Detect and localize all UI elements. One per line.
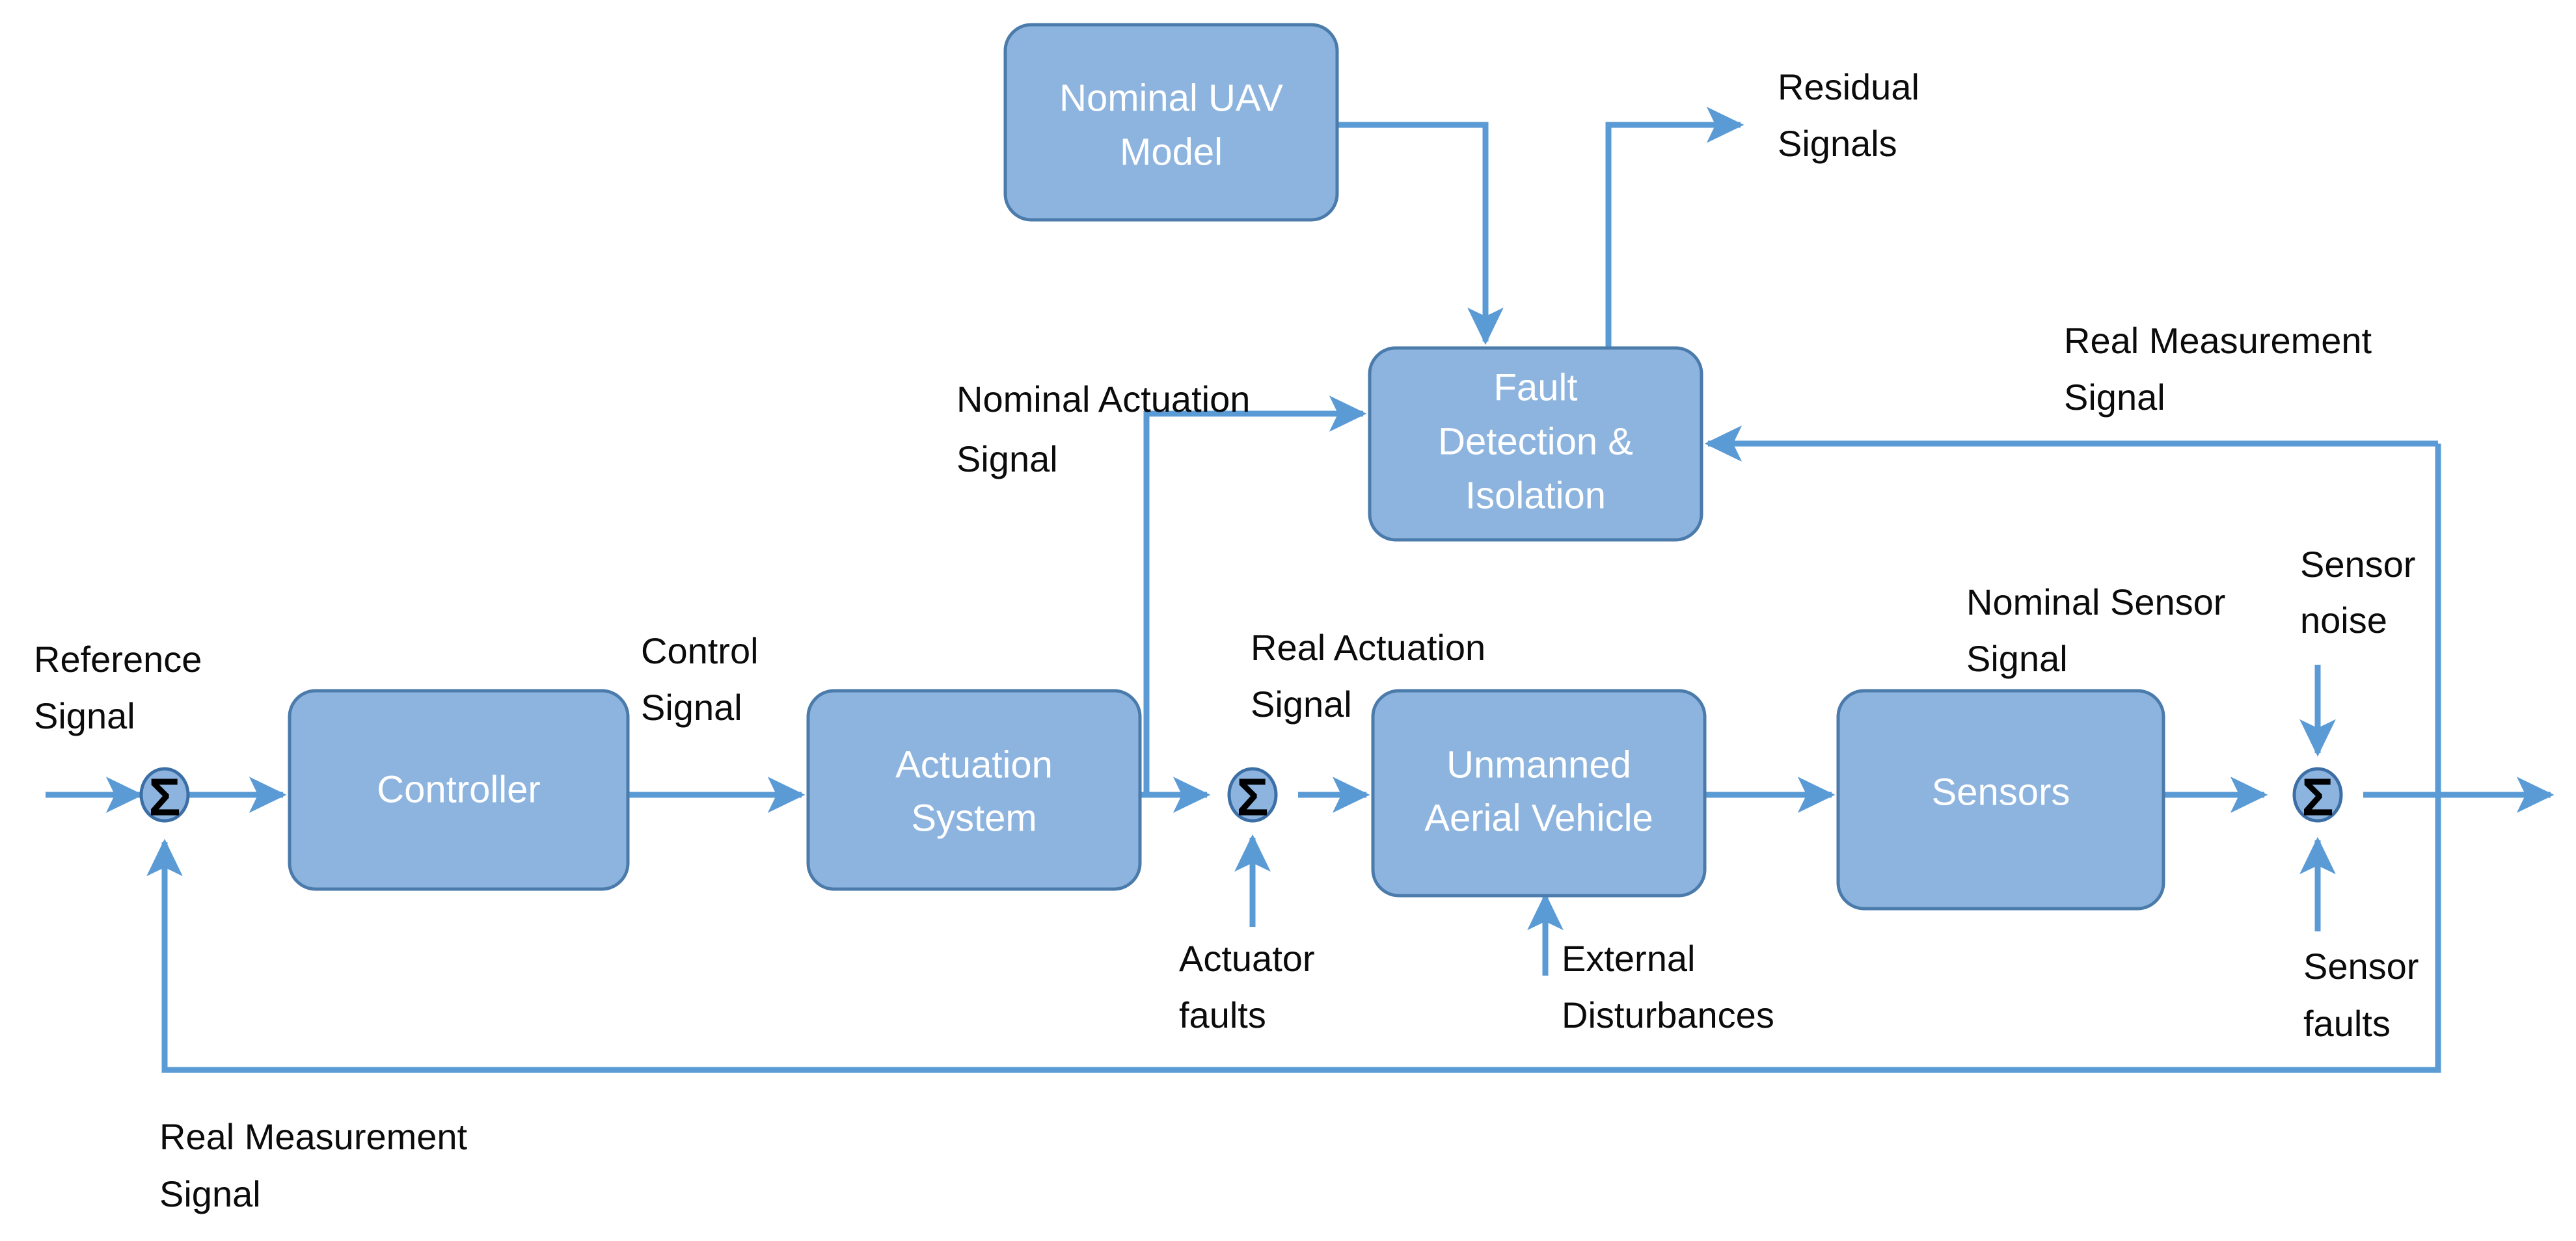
block-controller[interactable]: Controller <box>288 689 630 891</box>
block-unmanned-aerial-vehicle[interactable]: Unmanned Aerial Vehicle <box>1371 689 1707 898</box>
actuation-system-label-line2: System <box>911 797 1037 839</box>
label-actuator-faults: Actuator faults <box>1179 938 1315 1035</box>
sigma-glyph: Σ <box>1236 768 1268 827</box>
real-measurement-signal-bottom-line2: Signal <box>159 1173 261 1214</box>
controller-rect[interactable] <box>288 689 630 891</box>
label-real-measurement-signal-bottom: Real Measurement Signal <box>159 1116 468 1214</box>
real-measurement-signal-top-line2: Signal <box>2064 377 2165 418</box>
fdi-label-line1: Fault <box>1494 366 1578 408</box>
sensors-rect[interactable] <box>1836 689 2165 911</box>
wire-feedback-to-reference-sum <box>146 795 2441 1073</box>
actuation-system-label-line1: Actuation <box>895 743 1053 786</box>
nominal-actuation-signal-line1: Nominal Actuation <box>956 379 1250 420</box>
sensors-label: Sensors <box>1932 771 2070 813</box>
uav-rect[interactable] <box>1371 689 1707 898</box>
fault-detection-isolation-rect[interactable] <box>1368 346 1703 542</box>
reference-signal-line2: Signal <box>34 695 135 736</box>
control-signal-line2: Signal <box>641 687 742 728</box>
controller-label: Controller <box>377 768 540 810</box>
real-actuation-signal-line1: Real Actuation <box>1251 627 1485 668</box>
label-nominal-actuation-signal: Nominal Actuation Signal <box>956 379 1250 479</box>
sensor-noise-line2: noise <box>2300 600 2387 641</box>
label-sensor-noise: Sensor noise <box>2300 544 2415 641</box>
real-actuation-signal-line2: Signal <box>1251 684 1352 725</box>
fdi-label-line3: Isolation <box>1465 474 1606 516</box>
sensor-noise-line1: Sensor <box>2300 544 2415 585</box>
fdi-label-line2: Detection & <box>1438 420 1633 462</box>
sensor-faults-line2: faults <box>2303 1003 2391 1044</box>
label-real-actuation-signal: Real Actuation Signal <box>1251 627 1485 725</box>
nominal-sensor-signal-line2: Signal <box>1966 638 2068 679</box>
label-residual-signals: Residual Signals <box>1778 66 1919 164</box>
nominal-uav-model-rect[interactable] <box>1003 23 1339 222</box>
nominal-uav-model-label-line1: Nominal UAV <box>1059 77 1283 119</box>
label-real-measurement-signal-top: Real Measurement Signal <box>2064 320 2372 418</box>
block-nominal-uav-model[interactable]: Nominal UAV Model <box>1003 23 1339 222</box>
sum-actuator-faults[interactable]: Σ <box>1227 767 1278 827</box>
sensor-faults-line1: Sensor <box>2303 946 2419 987</box>
block-fault-detection-isolation[interactable]: Fault Detection & Isolation <box>1368 346 1703 542</box>
label-nominal-sensor-signal: Nominal Sensor Signal <box>1966 581 2225 679</box>
sum-actuator-faults-ellipse[interactable] <box>1227 767 1278 823</box>
external-disturbances-line1: External <box>1562 938 1695 979</box>
wire-fdi-to-residual-signals <box>1605 107 1744 348</box>
nominal-actuation-signal-line2: Signal <box>956 438 1058 479</box>
residual-signals-line1: Residual <box>1778 66 1919 107</box>
actuator-faults-line1: Actuator <box>1179 938 1315 979</box>
uav-label-line2: Aerial Vehicle <box>1424 797 1653 839</box>
sigma-glyph: Σ <box>148 768 180 827</box>
sum-sensor-ellipse[interactable] <box>2292 767 2343 823</box>
wire-nominal-model-to-fdi <box>1337 122 1504 345</box>
label-sensor-faults: Sensor faults <box>2303 946 2419 1044</box>
block-actuation-system[interactable]: Actuation System <box>806 689 1142 891</box>
uav-label-line1: Unmanned <box>1446 743 1631 786</box>
sigma-glyph: Σ <box>2301 768 2333 827</box>
residual-signals-line2: Signals <box>1778 123 1897 164</box>
control-signal-line1: Control <box>641 630 759 671</box>
label-reference-signal: Reference Signal <box>34 639 202 736</box>
label-external-disturbances: External Disturbances <box>1562 938 1774 1035</box>
external-disturbances-line2: Disturbances <box>1562 994 1774 1035</box>
sum-reference[interactable]: Σ <box>139 767 190 827</box>
nominal-sensor-signal-line1: Nominal Sensor <box>1966 581 2225 622</box>
real-measurement-signal-bottom-line1: Real Measurement <box>159 1116 468 1157</box>
reference-signal-line1: Reference <box>34 639 202 680</box>
real-measurement-signal-top-line1: Real Measurement <box>2064 320 2372 361</box>
sum-reference-ellipse[interactable] <box>139 767 190 823</box>
label-control-signal: Control Signal <box>641 630 759 728</box>
actuation-system-rect[interactable] <box>806 689 1142 891</box>
block-sensors[interactable]: Sensors <box>1836 689 2165 911</box>
actuator-faults-line2: faults <box>1179 994 1266 1035</box>
nominal-uav-model-label-line2: Model <box>1120 131 1223 173</box>
wire-nominal-actuation-to-fdi <box>1143 395 1367 794</box>
sum-sensor[interactable]: Σ <box>2292 767 2343 827</box>
